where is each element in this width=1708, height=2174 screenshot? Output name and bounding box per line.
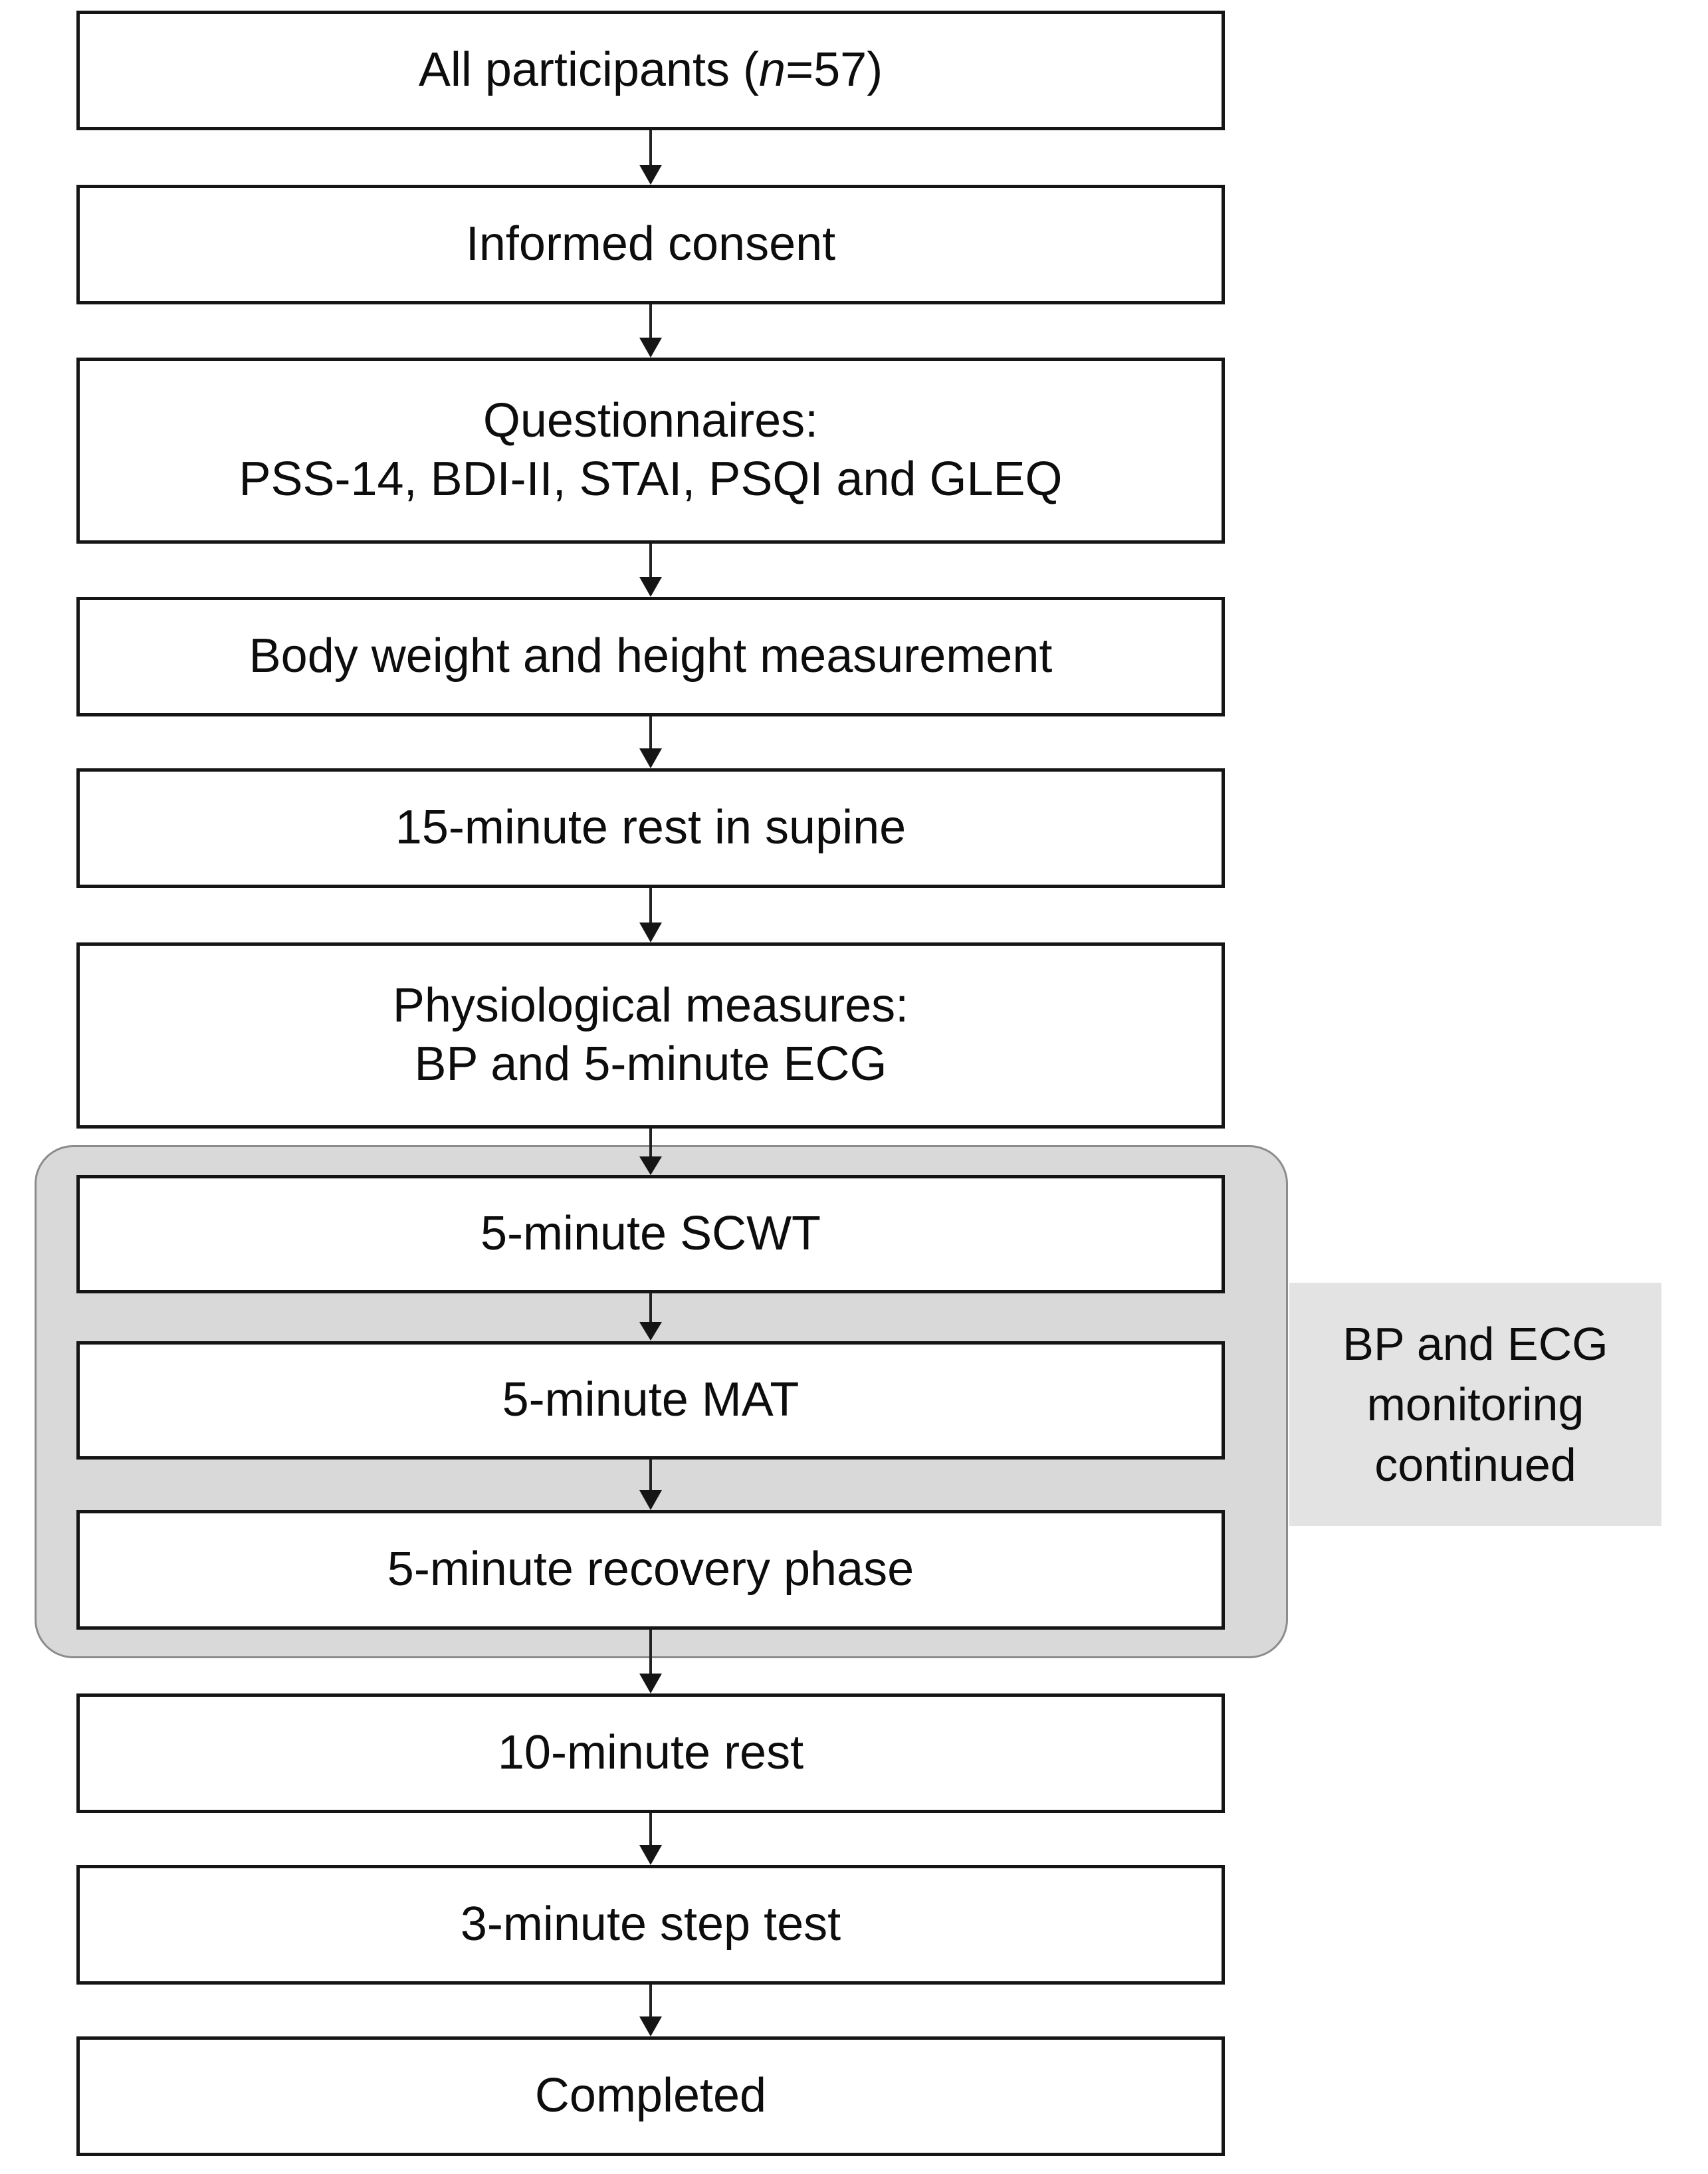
arrow-head-icon (639, 923, 662, 942)
flow-node-physiological-measures: Physiological measures: BP and 5-minute … (76, 942, 1225, 1129)
flow-node-body-weight-height: Body weight and height measurement (76, 597, 1225, 716)
flow-node-rest-10-minute: 10-minute rest (76, 1693, 1225, 1813)
flow-node-label: Physiological measures: (392, 979, 909, 1033)
flow-connector-arrow (639, 1985, 662, 2036)
arrow-head-icon (639, 748, 662, 768)
flow-connector-arrow (639, 130, 662, 185)
arrow-shaft (649, 544, 652, 577)
flow-node-mat: 5-minute MAT (76, 1341, 1225, 1460)
flow-node-step-test: 3-minute step test (76, 1865, 1225, 1985)
flow-node-label: Completed (534, 2069, 767, 2123)
flow-node-label: Body weight and height measurement (249, 629, 1053, 683)
arrow-shaft (649, 1630, 652, 1674)
arrow-shaft (649, 888, 652, 923)
flow-node-label: Informed consent (465, 217, 836, 271)
flow-connector-arrow (639, 888, 662, 942)
arrow-shaft (649, 1129, 652, 1156)
flow-node-recovery-phase: 5-minute recovery phase (76, 1510, 1225, 1630)
arrow-shaft (649, 1985, 652, 2016)
flow-node-all-participants: All participants (n=57) (76, 11, 1225, 130)
flow-connector-arrow (639, 1630, 662, 1693)
flow-node-scwt: 5-minute SCWT (76, 1175, 1225, 1293)
arrow-shaft (649, 304, 652, 338)
monitoring-note-line-1: BP and ECG (1342, 1317, 1608, 1370)
arrow-head-icon (639, 577, 662, 597)
arrow-head-icon (639, 2016, 662, 2036)
arrow-head-icon (639, 1845, 662, 1865)
flow-node-label: 5-minute recovery phase (387, 1543, 914, 1596)
flow-connector-arrow (639, 1460, 662, 1510)
flow-node-label: 15-minute rest in supine (395, 801, 907, 855)
flow-node-sublabel: BP and 5-minute ECG (414, 1037, 887, 1091)
arrow-head-icon (639, 338, 662, 358)
flow-node-completed: Completed (76, 2036, 1225, 2156)
flow-connector-arrow (639, 1293, 662, 1341)
monitoring-note: BP and ECG monitoring continued (1289, 1283, 1661, 1526)
arrow-shaft (649, 1460, 652, 1490)
flow-connector-arrow (639, 304, 662, 358)
flow-connector-arrow (639, 716, 662, 768)
arrow-head-icon (639, 1156, 662, 1175)
arrow-shaft (649, 1813, 652, 1845)
flow-node-label: 5-minute SCWT (480, 1207, 821, 1261)
flow-node-label: Questionnaires: (482, 394, 819, 448)
flow-connector-arrow (639, 1129, 662, 1175)
flow-node-sublabel: PSS-14, BDI-II, STAI, PSQI and GLEQ (239, 453, 1063, 506)
flow-node-label: 3-minute step test (460, 1898, 841, 1951)
arrow-head-icon (639, 1490, 662, 1510)
arrow-head-icon (639, 165, 662, 185)
flow-node-label: 10-minute rest (497, 1726, 804, 1780)
monitoring-note-line-2: monitoring (1366, 1378, 1584, 1430)
flow-connector-arrow (639, 544, 662, 597)
flow-node-label: All participants (n=57) (418, 43, 883, 97)
flow-node-rest-supine: 15-minute rest in supine (76, 768, 1225, 888)
monitoring-note-line-3: continued (1374, 1438, 1576, 1491)
flow-node-questionnaires: Questionnaires: PSS-14, BDI-II, STAI, PS… (76, 358, 1225, 544)
arrow-head-icon (639, 1322, 662, 1341)
arrow-head-icon (639, 1674, 662, 1693)
flow-connector-arrow (639, 1813, 662, 1865)
flow-node-label: 5-minute MAT (502, 1373, 800, 1427)
flow-node-informed-consent: Informed consent (76, 185, 1225, 304)
arrow-shaft (649, 716, 652, 748)
arrow-shaft (649, 1293, 652, 1323)
arrow-shaft (649, 130, 652, 165)
